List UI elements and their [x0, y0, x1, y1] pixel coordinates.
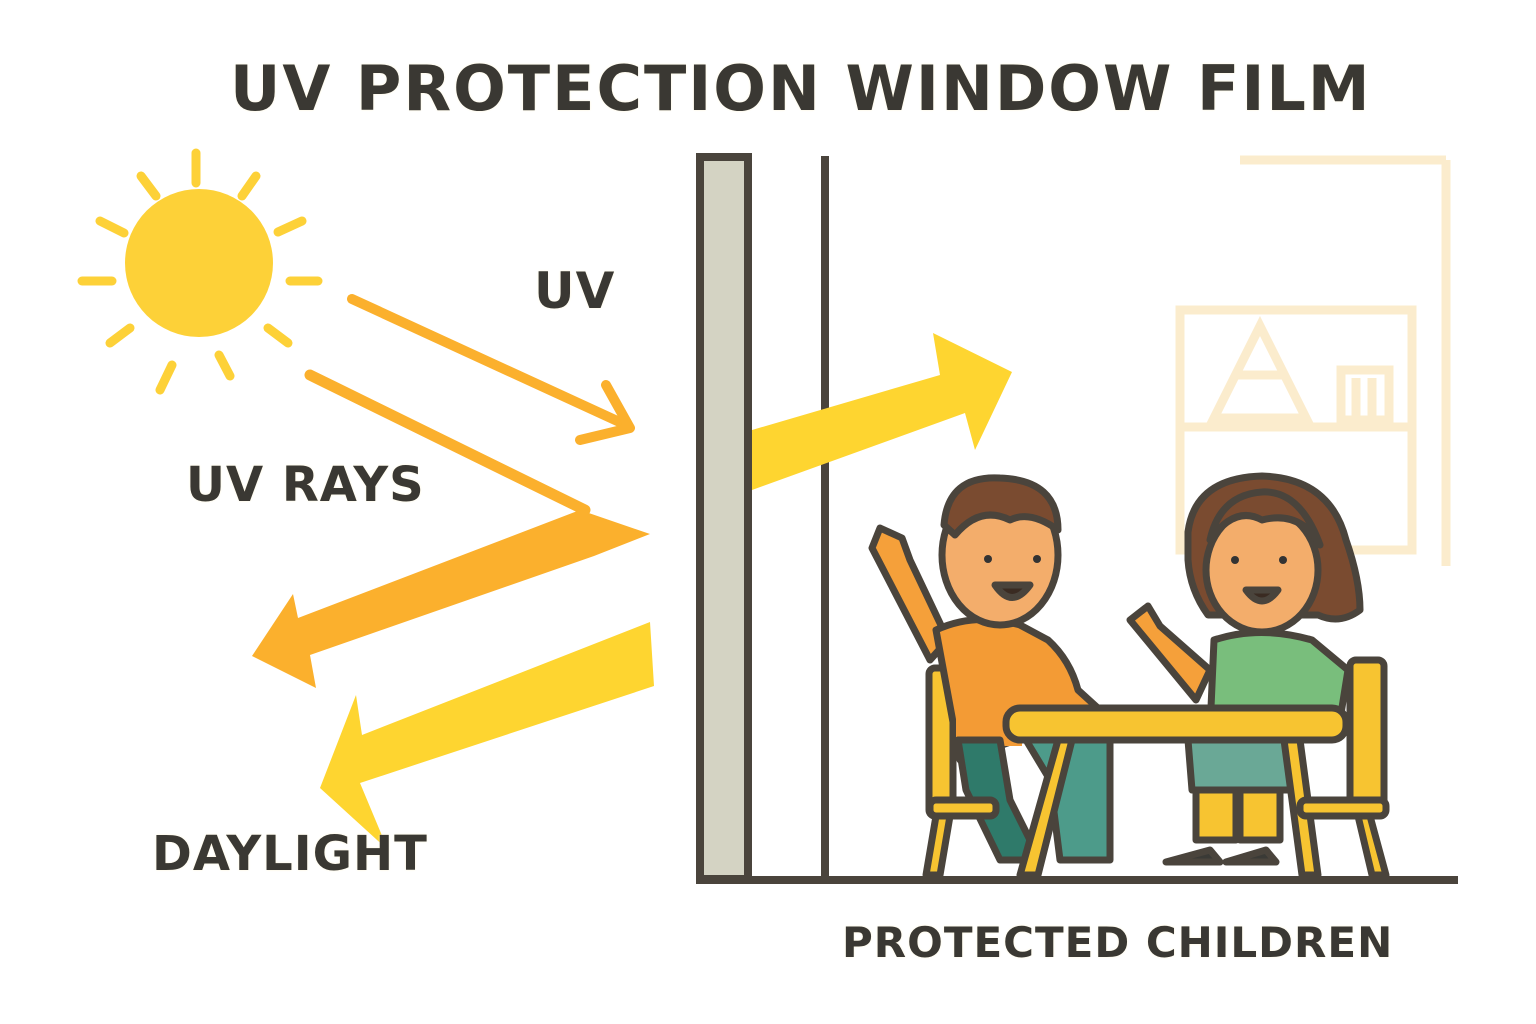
chairs — [922, 786, 1390, 879]
sun-icon — [77, 148, 323, 395]
uv-rays-label: UV RAYS — [186, 457, 425, 513]
boy-figure — [868, 474, 1114, 864]
window-frame — [696, 153, 1458, 884]
protected-children-label: PROTECTED CHILDREN — [842, 918, 1394, 967]
children-scene — [868, 472, 1390, 879]
page-title: UV PROTECTION WINDOW FILM — [230, 52, 1372, 125]
daylight-label: DAYLIGHT — [152, 826, 428, 882]
girl-figure — [1126, 472, 1364, 866]
uv-arrow-icon — [347, 294, 635, 445]
reflected-uv-arrow-icon — [252, 369, 650, 688]
daylight-arrow-icon — [320, 622, 654, 850]
uv-label: UV — [534, 262, 616, 320]
transmitted-light-arrow-icon — [752, 333, 1012, 490]
